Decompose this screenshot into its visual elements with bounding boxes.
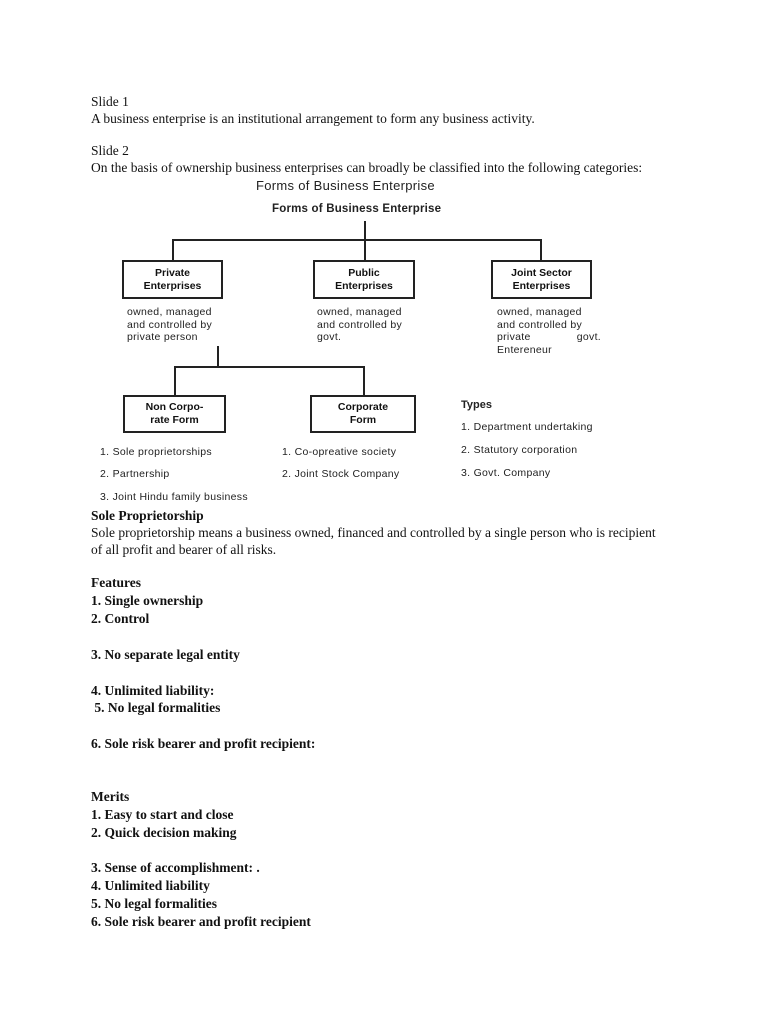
merits-heading: Merits (91, 789, 130, 804)
private-desc-3: private person (127, 331, 198, 343)
merit-item: 3. Sense of accomplishment: . (91, 860, 260, 875)
corporate-label-1: Corporate (337, 401, 389, 413)
sole-definition-line2: of all profit and bearer of all risks. (91, 542, 277, 557)
corporate-item: 1. Co-opreative society (282, 446, 397, 458)
connector-line (174, 366, 176, 396)
connector-line (363, 366, 365, 396)
slide2-label: Slide 2 (91, 143, 129, 158)
public-desc-3: govt. (317, 331, 342, 343)
joint-label-2: Enterprises (512, 279, 571, 292)
public-label-2: Enterprises (335, 279, 393, 292)
private-label-1: Private (154, 266, 191, 279)
public-label-1: Public (348, 266, 380, 279)
diagram-caption: Forms of Business Enterprise (256, 178, 435, 193)
features-heading: Features (91, 575, 141, 590)
non-corporate-item: 1. Sole proprietorships (100, 446, 212, 458)
sole-proprietorship-heading: Sole Proprietorship (91, 508, 204, 523)
corporate-label-2: Form (349, 414, 377, 426)
private-desc-1: owned, managed (127, 306, 212, 318)
non-corporate-label-2: rate Form (150, 414, 199, 426)
connector-line (540, 239, 542, 261)
joint-desc-3a: private (497, 331, 531, 343)
non-corporate-item: 3. Joint Hindu family business (100, 491, 248, 503)
merit-item: 6. Sole risk bearer and profit recipient (91, 914, 311, 929)
feature-item: 3. No separate legal entity (91, 647, 240, 662)
feature-item: 2. Control (91, 611, 150, 626)
merit-item: 4. Unlimited liability (91, 878, 210, 893)
non-corporate-form-box: Non Corpo-rate Form (123, 395, 226, 433)
connector-line (172, 239, 174, 261)
joint-description: owned, managed and controlled by private… (497, 306, 601, 356)
public-description: owned, managed and controlled by govt. (317, 306, 402, 344)
merit-item: 1. Easy to start and close (91, 807, 234, 822)
public-desc-1: owned, managed (317, 306, 402, 318)
connector-line (172, 239, 542, 241)
feature-item: 1. Single ownership (91, 593, 204, 608)
private-description: owned, managed and controlled by private… (127, 306, 212, 344)
joint-desc-1: owned, managed (497, 306, 582, 318)
non-corporate-item: 2. Partnership (100, 468, 170, 480)
feature-item: 6. Sole risk bearer and profit recipient… (91, 736, 316, 751)
corporate-item: 2. Joint Stock Company (282, 468, 400, 480)
connector-line (174, 366, 365, 368)
joint-desc-2: and controlled by (497, 318, 583, 331)
types-item: 1. Department undertaking (461, 421, 593, 433)
connector-line (364, 239, 366, 261)
types-heading: Types (461, 399, 492, 411)
merit-item: 2. Quick decision making (91, 825, 237, 840)
joint-desc-3b: govt. (576, 331, 601, 343)
feature-item: 5. No legal formalities (91, 700, 221, 715)
connector-line (217, 346, 219, 367)
slide1-text: A business enterprise is an institutiona… (91, 111, 535, 126)
merit-item: 5. No legal formalities (91, 896, 217, 911)
public-desc-2: and controlled by (317, 318, 403, 331)
feature-item: 4. Unlimited liability: (91, 683, 215, 698)
diagram-title: Forms of Business Enterprise (272, 203, 442, 215)
joint-desc-4: Entereneur (497, 343, 552, 356)
sole-definition-line1: Sole proprietorship means a business own… (91, 525, 656, 540)
connector-line (364, 221, 366, 240)
non-corporate-label-1: Non Corpo- (145, 401, 204, 413)
slide1-label: Slide 1 (91, 94, 129, 109)
joint-desc-3: private govt. (497, 331, 601, 344)
types-item: 3. Govt. Company (461, 467, 551, 479)
private-label-2: Enterprises (143, 279, 202, 292)
joint-label-1: Joint Sector (511, 266, 572, 279)
slide2-text: On the basis of ownership business enter… (91, 160, 643, 175)
private-desc-2: and controlled by (127, 318, 213, 331)
types-item: 2. Statutory corporation (461, 444, 578, 456)
